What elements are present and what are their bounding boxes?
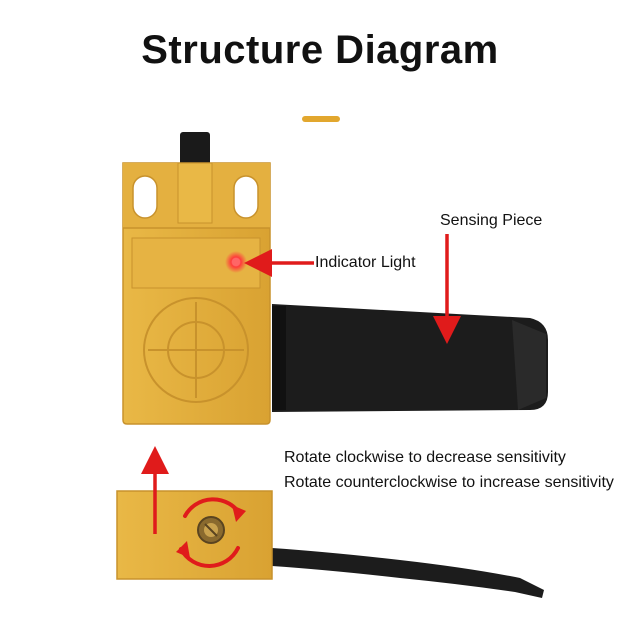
rotate-arrowhead-ccw [176, 541, 190, 558]
rotate-arrowhead-cw [232, 505, 246, 522]
page-title: Structure Diagram [141, 28, 499, 72]
title-underline [302, 116, 340, 122]
cable [180, 132, 210, 166]
clockwise-instruction: Rotate clockwise to decrease sensitivity [284, 449, 566, 466]
counterclockwise-instruction: Rotate counterclockwise to increase sens… [284, 474, 614, 491]
sensing-piece-side [272, 548, 544, 598]
target-emblem [143, 297, 249, 403]
mounting-hole-left [132, 175, 158, 219]
sensing-piece-label: Sensing Piece [440, 212, 543, 229]
sensor-body [122, 162, 271, 425]
sensing-piece [272, 304, 548, 412]
indicator-light-label: Indicator Light [315, 254, 416, 271]
mounting-hole-right [233, 175, 259, 219]
